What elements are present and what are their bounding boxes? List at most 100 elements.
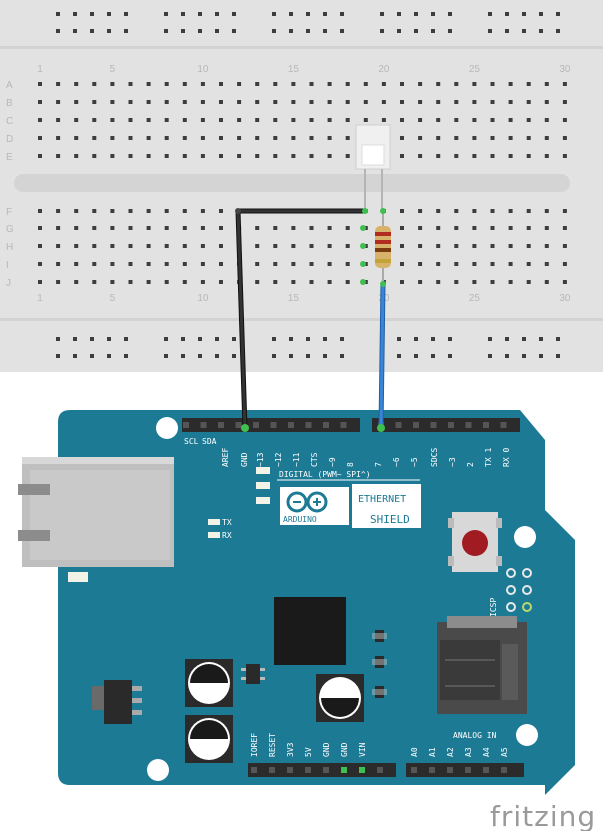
row-letter: B [6,98,13,109]
breadboard-hole [345,244,350,248]
shield-title-line2: SHIELD [370,513,410,526]
header-pin [429,767,435,773]
breadboard-hole [544,154,549,158]
breadboard-hole [562,154,567,158]
digital-label: DIGITAL (PWM~ SPI^) [279,470,371,479]
breadboard-hole [146,262,151,266]
breadboard-hole [38,226,42,230]
rail-hole [73,12,77,16]
breadboard-hole [200,226,205,230]
rail-hole [340,354,344,358]
header-pin [305,767,311,773]
rail-hole [164,12,168,16]
breadboard-hole [255,244,260,248]
rail-hole [522,354,526,358]
breadboard-hole [219,280,223,284]
breadboard-hole [309,118,314,122]
breadboard-hole [255,100,260,104]
breadboard-hole [110,136,115,140]
breadboard-hole [200,136,205,140]
rail-hole [431,12,435,16]
breadboard-hole [400,226,404,230]
breadboard-hole [454,154,459,158]
breadboard-hole [418,209,423,213]
rail-hole [448,337,452,341]
rail-hole [340,12,344,16]
tx-label: TX [222,518,232,527]
shield-title-line1: ETHERNET [358,494,406,505]
rail-hole [289,337,293,341]
breadboard-hole [436,262,441,266]
breadboard-hole [273,226,278,230]
column-number: 15 [288,64,300,75]
rail-hole [306,29,310,33]
breadboard-hole [418,136,423,140]
breadboard-hole [56,154,61,158]
breadboard-hole [128,154,133,158]
header-pin [270,422,277,428]
rail-hole [323,12,327,16]
breadboard-hole [110,82,115,86]
breadboard-hole [56,209,61,213]
breadboard-hole [345,118,350,122]
breadboard-hole [74,280,79,284]
rail-hole [107,12,111,16]
fritzing-watermark: fritzing [490,800,596,831]
breadboard-hole [400,244,404,248]
rx-label: RX [222,531,232,540]
header-pin [340,422,347,428]
breadboard-hole [472,226,477,230]
rail-hole [215,12,219,16]
breadboard-hole [327,136,332,140]
breadboard-hole [164,226,169,230]
breadboard-hole [544,118,549,122]
breadboard-hole [544,136,549,140]
breadboard-hole [56,136,61,140]
digital-header [182,418,520,432]
breadboard-hole [110,226,115,230]
header-pin [200,422,207,428]
breadboard-hole [92,136,97,140]
breadboard-hole [291,82,296,86]
header-pin [218,422,224,428]
icsp-header: ICSP [489,568,532,617]
rail-hole [90,337,94,341]
power-pin-label: 5V [304,747,313,757]
breadboard-hole [400,82,404,86]
rail-hole [215,337,219,341]
breadboard-hole [508,280,513,284]
breadboard-hole [74,154,79,158]
breadboard-hole [219,136,223,140]
rail-hole [164,29,168,33]
breadboard-hole [363,118,368,122]
digital-pin-label: TX 1 [484,448,493,467]
breadboard-hole [472,244,477,248]
breadboard-hole [200,262,205,266]
breadboard-hole [454,244,459,248]
breadboard-hole [400,154,404,158]
rail-hole [556,12,560,16]
breadboard-hole [146,244,151,248]
breadboard-hole [219,262,223,266]
breadboard-hole [526,136,531,140]
rail-hole [414,29,418,33]
breadboard-hole [291,280,296,284]
gnd-wire [235,208,368,432]
breadboard-hole [381,118,386,122]
analog-pin-label: A1 [428,747,437,757]
arduino-logo-panel: ARDUINO ETHERNET SHIELD [277,484,421,528]
row-letter: H [6,242,13,253]
breadboard-hole [110,262,115,266]
breadboard-hole [526,154,531,158]
breadboard-hole [544,209,549,213]
breadboard-hole [182,209,187,213]
digital-pin-label: CTS [310,452,319,467]
rail-hole [488,12,492,16]
breadboard-hole [436,244,441,248]
header-pin [359,767,365,773]
breadboard-hole [508,209,513,213]
breadboard-hole [219,82,223,86]
breadboard-hole [291,100,296,104]
header-pin [288,422,294,428]
